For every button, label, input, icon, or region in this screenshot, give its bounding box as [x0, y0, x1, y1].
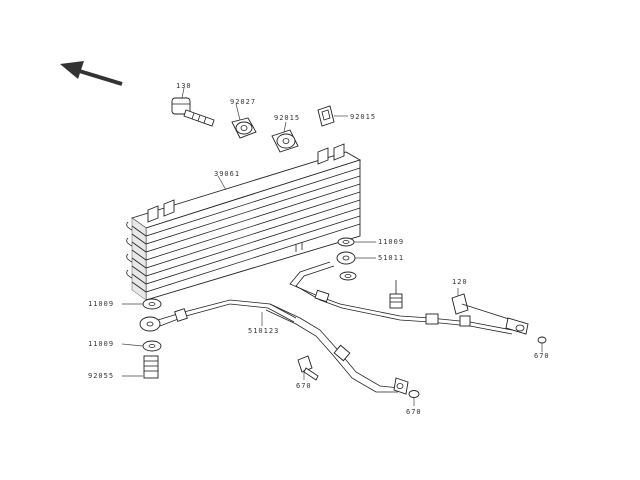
part-bolt-670-center: [297, 355, 319, 381]
part-fitting-120: [451, 288, 529, 335]
callout-51011: 51011: [378, 254, 404, 262]
callout-670-center: 670: [296, 382, 312, 390]
part-bolt-right: [389, 280, 403, 309]
callout-670-right: 670: [534, 352, 550, 360]
part-hose-right: [289, 261, 513, 335]
callout-11009-left-bottom: 11009: [88, 340, 114, 348]
part-washer-11009-left-bottom: [121, 340, 162, 352]
callout-39061: 39061: [214, 170, 240, 178]
callout-92055: 92055: [88, 372, 114, 380]
part-hose-left: [139, 299, 409, 395]
part-oring-670-bottom: [408, 390, 420, 406]
callout-11009-left-top: 11009: [88, 300, 114, 308]
callout-510123: 510123: [248, 327, 279, 335]
callout-130: 130: [176, 82, 192, 90]
callout-11009-right: 11009: [378, 238, 404, 246]
part-collar-92027: [231, 103, 257, 139]
part-washer-11009-right: [337, 237, 376, 247]
part-washer-11009-left-top: [122, 298, 162, 310]
part-banjo-51011: [336, 251, 376, 281]
part-fitting-130: [171, 87, 215, 127]
callout-92015-left: 92015: [274, 114, 300, 122]
part-clip-92015-right: [317, 105, 348, 127]
callout-670-bottom: 670: [406, 408, 422, 416]
callout-92015-right: 92015: [350, 113, 376, 121]
part-oring-670-right: [537, 336, 547, 352]
callout-120: 120: [452, 278, 468, 286]
part-bolt-92055: [122, 355, 159, 379]
callout-92027: 92027: [230, 98, 256, 106]
part-oil-cooler-39061: [126, 143, 362, 301]
part-grommet-92015-left: [271, 121, 299, 153]
direction-arrow-icon: [60, 61, 123, 86]
